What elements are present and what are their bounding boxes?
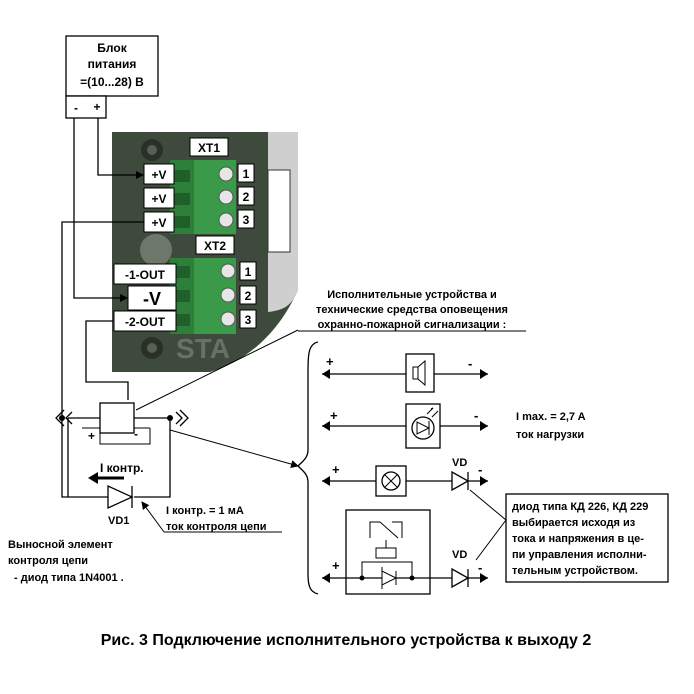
control-minus: - bbox=[134, 427, 138, 441]
psu-minus: - bbox=[74, 101, 78, 115]
control-note-line1: I контр. = 1 мА bbox=[166, 505, 244, 517]
diode-vd-1 bbox=[451, 470, 470, 492]
watermark: STA bbox=[176, 333, 230, 364]
row2-minus: - bbox=[474, 408, 478, 423]
diode-note-box: диод типа КД 226, КД 229 выбирается исхо… bbox=[505, 493, 669, 583]
diode-note-line2: выбирается исходя из bbox=[512, 517, 636, 529]
devices-title: Исполнительные устройства и технические … bbox=[298, 289, 526, 332]
xt2-header: XT2 bbox=[195, 235, 235, 255]
remote-line1: Выносной элемент bbox=[8, 539, 113, 551]
diode-note-line5: тельным устройством. bbox=[512, 565, 638, 577]
xt2-pin-1: 1 bbox=[245, 265, 252, 279]
xt1-term-1: +V bbox=[151, 168, 166, 182]
xt2-pin-2: 2 bbox=[245, 289, 252, 303]
psu-voltage: =(10...28) В bbox=[80, 75, 144, 89]
xt1-header: XT1 bbox=[189, 137, 229, 157]
current-line2: ток нагрузки bbox=[516, 429, 584, 441]
relay-contact-icon bbox=[369, 521, 403, 559]
devices-title-line3: охранно-пожарной сигнализации : bbox=[318, 319, 507, 331]
xt1-term-3: +V bbox=[151, 216, 166, 230]
polarity-marks: + - + - + - + - VD VD + - bbox=[88, 354, 482, 575]
row3-minus: - bbox=[478, 462, 482, 477]
xt2-terminal-labels: -1-OUT -V -2-OUT bbox=[113, 263, 177, 332]
current-line1: I max. = 2,7 A bbox=[516, 411, 586, 423]
psu-plus: + bbox=[93, 100, 100, 114]
row2-plus: + bbox=[330, 408, 338, 423]
xt1-pin-2: 2 bbox=[243, 190, 250, 204]
control-plus: + bbox=[88, 429, 95, 443]
xt2-pin-numbers: 1 2 3 bbox=[239, 261, 257, 329]
lamp-icon bbox=[381, 471, 401, 491]
xt2-term-3: -2-OUT bbox=[125, 315, 166, 329]
devices-title-line2: технические средства оповещения bbox=[316, 304, 508, 316]
row1-minus: - bbox=[468, 356, 472, 371]
wiring bbox=[55, 118, 299, 533]
vd-label-1: VD bbox=[452, 457, 467, 469]
xt2-label: XT2 bbox=[204, 239, 226, 253]
xt1-pin-numbers: 1 2 3 bbox=[237, 163, 255, 229]
psu-title-line2: питания bbox=[88, 57, 137, 71]
xt1-pin-1: 1 bbox=[243, 167, 250, 181]
xt1-pin-3: 3 bbox=[243, 213, 250, 227]
diode-note-line3: тока и напряжения в це- bbox=[512, 533, 644, 545]
control-arrow-label: I контр. bbox=[100, 461, 144, 475]
row1-plus: + bbox=[326, 354, 334, 369]
speaker-icon bbox=[412, 359, 426, 387]
figure-caption: Рис. 3 Подключение исполнительного устро… bbox=[101, 632, 592, 649]
vd1-label: VD1 bbox=[108, 515, 129, 527]
psu-title-line1: Блок bbox=[97, 41, 127, 55]
led-indicator-icon bbox=[411, 407, 439, 440]
devices-title-line1: Исполнительные устройства и bbox=[327, 289, 497, 301]
xt1-label: XT1 bbox=[198, 141, 220, 155]
control-labels: I контр. VD1 I контр. = 1 мА ток контрол… bbox=[100, 461, 267, 533]
diode-note-line1: диод типа КД 226, КД 229 bbox=[512, 501, 648, 513]
remote-element-note: Выносной элемент контроля цепи - диод ти… bbox=[8, 539, 124, 584]
relay-diode-icon bbox=[381, 567, 398, 589]
remote-line3: - диод типа 1N4001 . bbox=[14, 572, 124, 584]
xt1-term-2: +V bbox=[151, 192, 166, 206]
vd-label-2: VD bbox=[452, 549, 467, 561]
diode-vd-2 bbox=[451, 567, 470, 589]
row4-minus: - bbox=[478, 560, 482, 575]
devices-section bbox=[297, 341, 507, 595]
diode-note-line4: пи управления исполни- bbox=[512, 549, 647, 561]
xt2-term-2: -V bbox=[143, 289, 161, 309]
power-supply-block: Блок питания =(10...28) В - + bbox=[65, 35, 159, 119]
xt1-terminal-labels: +V +V +V bbox=[143, 163, 175, 233]
remote-line2: контроля цепи bbox=[8, 555, 88, 567]
current-note: I max. = 2,7 A ток нагрузки bbox=[516, 411, 586, 441]
row3-plus: + bbox=[332, 462, 340, 477]
row4-plus: + bbox=[332, 558, 340, 573]
control-note-line2: ток контроля цепи bbox=[166, 521, 267, 533]
xt2-pin-3: 3 bbox=[245, 313, 252, 327]
speaker-device bbox=[405, 353, 435, 393]
xt2-term-1: -1-OUT bbox=[125, 268, 166, 282]
